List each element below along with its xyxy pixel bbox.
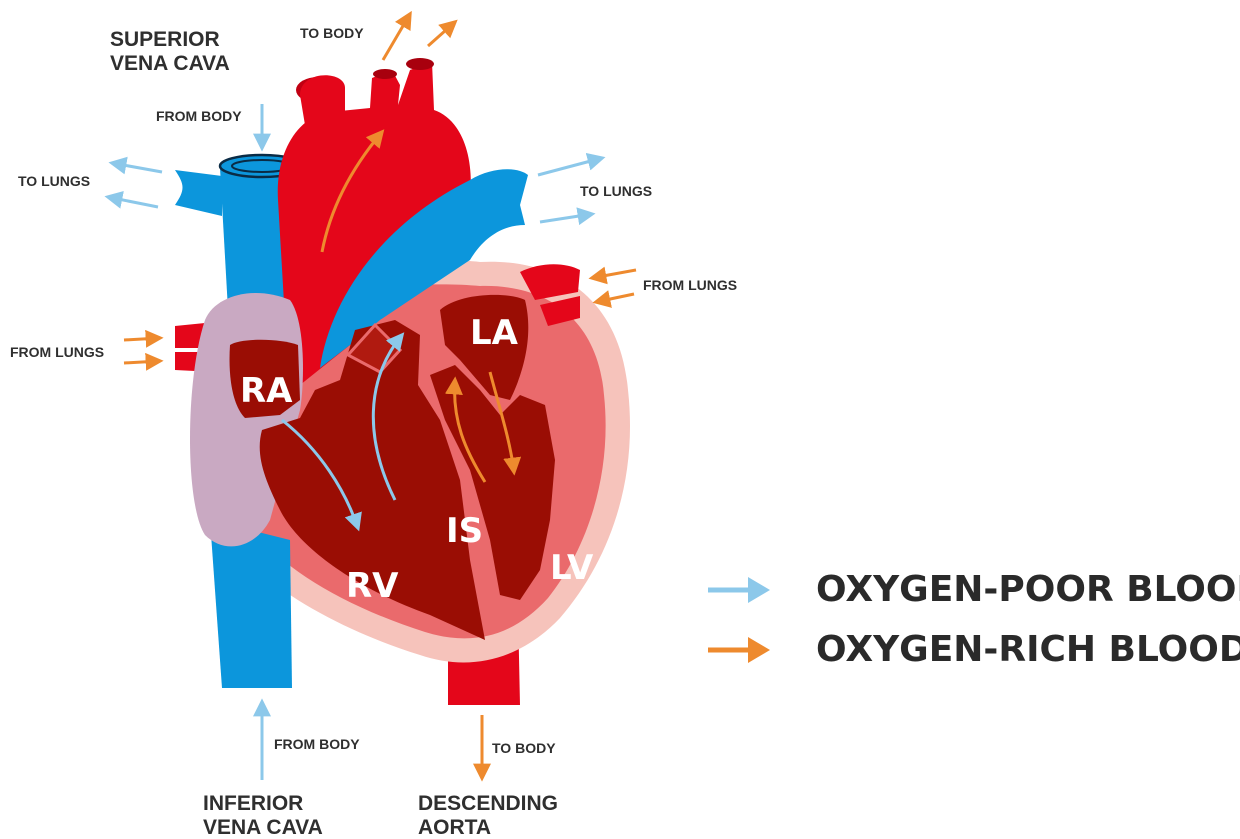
legend-arrowhead-oxygen-rich xyxy=(748,637,770,663)
label-superior-vena-cava-2: VENA CAVA xyxy=(110,52,230,75)
arrow-from-lungs-right-1 xyxy=(592,270,636,278)
chamber-label-la: LA xyxy=(470,313,519,353)
arrow-to-lungs-right-1 xyxy=(538,158,602,175)
left-pulmonary-artery xyxy=(175,170,222,216)
legend-label-oxygen-rich: OXYGEN-RICH BLOOD xyxy=(816,629,1240,670)
chamber-label-lv: LV xyxy=(550,548,594,588)
label-from-lungs-left: FROM LUNGS xyxy=(10,344,104,360)
legend-label-oxygen-poor: OXYGEN-POOR BLOOD xyxy=(816,569,1240,610)
arrow-to-lungs-left-1 xyxy=(112,163,162,172)
label-from-body-top: FROM BODY xyxy=(156,108,242,124)
label-to-lungs-left: TO LUNGS xyxy=(18,173,90,189)
label-from-body-bottom: FROM BODY xyxy=(274,736,360,752)
label-descending-aorta-2: AORTA xyxy=(418,816,491,839)
chamber-label-rv: RV xyxy=(346,566,399,606)
arrow-from-lungs-left-2 xyxy=(124,361,160,363)
label-to-lungs-right: TO LUNGS xyxy=(580,183,652,199)
label-superior-vena-cava-1: SUPERIOR xyxy=(110,28,220,51)
arrow-to-lungs-left-2 xyxy=(108,197,158,207)
legend-arrowhead-oxygen-poor xyxy=(748,577,770,603)
chamber-label-ra: RA xyxy=(240,371,293,411)
chamber-label-is: IS xyxy=(446,511,483,551)
label-descending-aorta-1: DESCENDING xyxy=(418,792,558,815)
arrow-from-lungs-left-1 xyxy=(124,338,160,340)
label-to-body-top: TO BODY xyxy=(300,25,364,41)
label-inferior-vena-cava-1: INFERIOR xyxy=(203,792,303,815)
label-inferior-vena-cava-2: VENA CAVA xyxy=(203,816,323,839)
arrow-to-body-2 xyxy=(428,22,455,46)
arrow-to-body-1 xyxy=(383,14,410,60)
legend: OXYGEN-POOR BLOOD OXYGEN-RICH BLOOD xyxy=(708,569,1240,670)
label-to-body-bottom: TO BODY xyxy=(492,740,556,756)
arrow-from-lungs-right-2 xyxy=(596,294,634,302)
label-from-lungs-right: FROM LUNGS xyxy=(643,277,737,293)
arrow-to-lungs-right-2 xyxy=(540,214,592,222)
